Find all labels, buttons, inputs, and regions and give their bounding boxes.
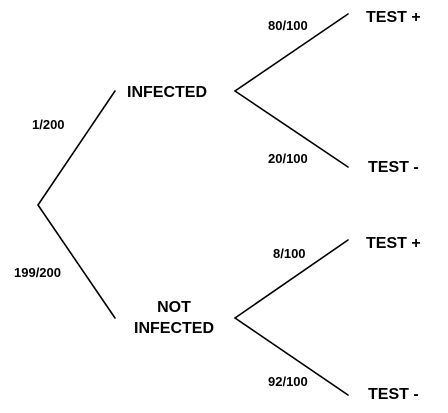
node-infected-test-pos: TEST + [366, 9, 421, 26]
prob-not-infected-neg: 92/100 [268, 374, 308, 389]
branch-not-infected-test-neg [234, 317, 349, 396]
prob-not-infected-pos: 8/100 [273, 246, 306, 261]
branch-infected-test-pos [234, 13, 349, 92]
branch-root-not-infected [37, 204, 116, 319]
prob-not-infected: 199/200 [14, 265, 61, 280]
branch-not-infected-test-pos [234, 239, 349, 319]
prob-infected-neg: 20/100 [268, 151, 308, 166]
node-not-infected-test-pos: TEST + [366, 235, 421, 252]
branch-root-infected [37, 90, 116, 206]
node-not-infected-line1: NOT [157, 299, 191, 316]
node-infected: INFECTED [127, 84, 207, 101]
branch-infected-test-neg [234, 90, 349, 168]
prob-infected: 1/200 [32, 117, 65, 132]
prob-infected-pos: 80/100 [268, 18, 308, 33]
node-not-infected-test-neg: TEST - [368, 386, 419, 403]
node-infected-test-neg: TEST - [368, 159, 419, 176]
node-not-infected-line2: INFECTED [134, 320, 214, 337]
